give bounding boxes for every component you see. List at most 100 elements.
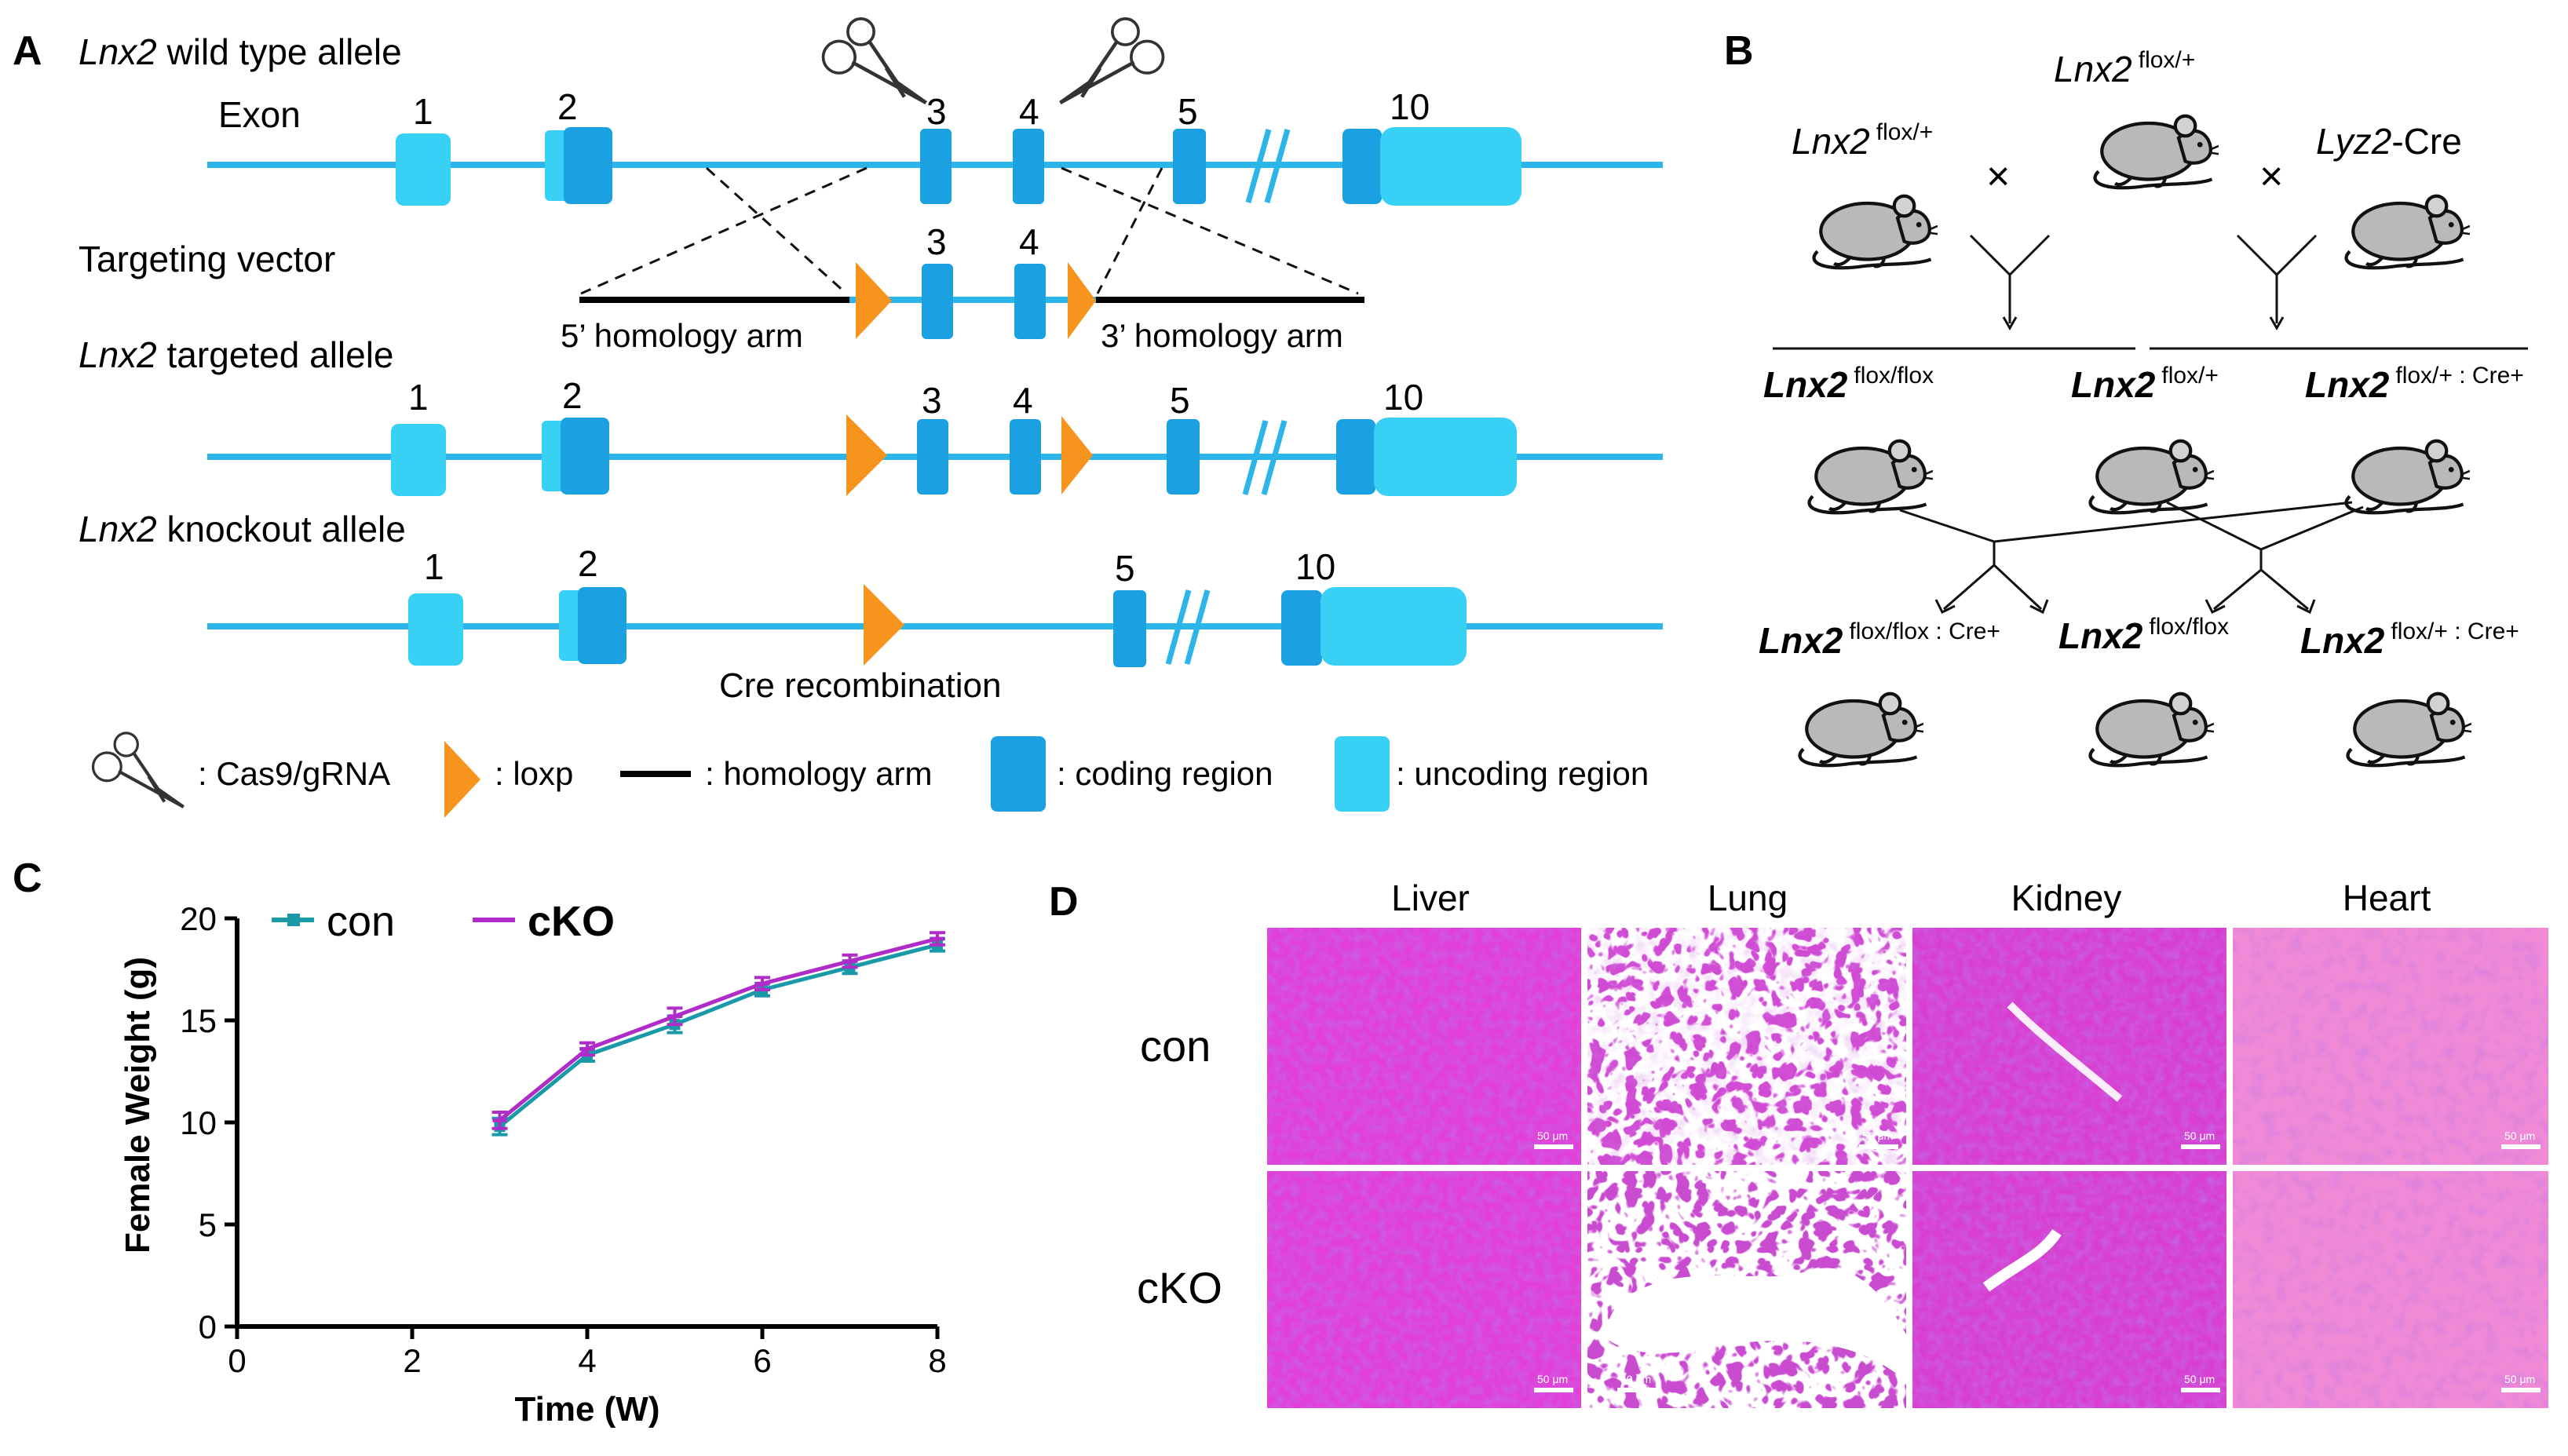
scale-bar-label: 50 μm — [1620, 1373, 1651, 1385]
ko-exon-5 — [1113, 590, 1146, 667]
scale-bar-label: 50 μm — [1862, 1129, 1893, 1142]
targeted-loxp-2 — [1061, 416, 1093, 494]
targeted-exon-2-uncoding — [542, 421, 565, 491]
histology-heart-con: 50 μm — [2233, 928, 2548, 1165]
chart-y-tick-label: 0 — [199, 1308, 217, 1345]
targeted-exon-5 — [1167, 419, 1200, 494]
legend-loxp-icon — [444, 741, 480, 818]
legend-label-cKO: cKO — [528, 898, 615, 945]
wt-exon-number-3: 3 — [926, 91, 947, 132]
mouse-icon — [2347, 196, 2470, 268]
chart-x-tick-label: 8 — [928, 1342, 946, 1379]
histology-kidney-cko: 50 μm — [1912, 1171, 2226, 1408]
histology-column-heart: Heart — [2343, 878, 2431, 918]
row-title-targeted: Lnx2 targeted allele — [79, 334, 394, 375]
exon-label: Exon — [218, 94, 301, 135]
row-title-wild-type: Lnx2 wild type allele — [79, 31, 402, 72]
targeted-exon-number-5: 5 — [1170, 380, 1190, 421]
legend-coding-label: : coding region — [1057, 755, 1273, 792]
mouse-icon — [2347, 441, 2470, 513]
vector-exon-3 — [922, 264, 953, 339]
vector-exon-4 — [1014, 264, 1046, 339]
legend-label-con: con — [327, 898, 395, 945]
wt-exon-number-1: 1 — [413, 91, 433, 132]
arm-5-label: 5’ homology arm — [561, 317, 803, 354]
targeted-break-mark — [1242, 420, 1288, 495]
cross-sign: × — [1986, 154, 2010, 199]
wt-exon-number-10: 10 — [1390, 86, 1430, 127]
mouse-icon — [2348, 694, 2471, 766]
targeted-exon-3 — [917, 419, 948, 494]
mouse-icon — [2095, 116, 2219, 188]
vector-exon-number-4: 4 — [1019, 221, 1039, 262]
targeted-exon-number-3: 3 — [922, 380, 942, 421]
ko-exon-10-coding — [1281, 590, 1322, 666]
vector-loxp-2 — [1068, 262, 1096, 339]
row-title-targeting-vector: Targeting vector — [79, 239, 335, 279]
histology-column-liver: Liver — [1391, 878, 1470, 918]
wt-break-mark — [1245, 129, 1291, 203]
ko-exon-number-5: 5 — [1115, 548, 1135, 589]
legend-arm-label: : homology arm — [705, 755, 932, 792]
ko-exon-number-2: 2 — [578, 543, 598, 584]
mouse-icon — [1814, 196, 1938, 268]
panel-a: A Lnx2 wild type allele Exon 1 2 3 4 5 1… — [13, 19, 1663, 818]
mouse-icon — [2091, 441, 2214, 513]
scale-bar-label: 50 μm — [2504, 1129, 2535, 1142]
series-line-con — [498, 943, 938, 1129]
cross-lines-gen2 — [1899, 501, 2364, 615]
panel-a-legend: : Cas9/gRNA : loxp : homology arm : codi… — [93, 733, 1649, 818]
chart-y-tick-label: 5 — [199, 1206, 217, 1243]
series-line-cKO — [498, 936, 938, 1122]
chart-x-tick-label: 2 — [403, 1342, 421, 1379]
parent-right-genotype: Lyz2-Cre — [2316, 121, 2462, 162]
scissors-icon — [824, 19, 926, 103]
wt-exon-10-uncoding — [1380, 127, 1521, 206]
panel-d: D Liver Lung Kidney Heart con cKO 50 μm … — [1049, 878, 2548, 1408]
legend-coding-icon — [991, 736, 1046, 812]
histology-column-kidney: Kidney — [2011, 878, 2122, 918]
cross-lines-gen1 — [1773, 234, 2528, 350]
arm-3-label: 3’ homology arm — [1101, 317, 1343, 354]
chart-y-tick-label: 10 — [180, 1104, 217, 1141]
legend-cas9-label: : Cas9/gRNA — [198, 755, 390, 792]
targeted-exon-number-4: 4 — [1013, 380, 1033, 421]
ko-exon-10-uncoding — [1321, 587, 1467, 666]
legend-marker-con — [287, 914, 300, 926]
panel-label-a: A — [13, 28, 42, 74]
mouse-icon — [1800, 694, 1923, 766]
histology-column-lung: Lung — [1708, 878, 1788, 918]
ko-loxp — [864, 584, 904, 666]
histology-lung-con: 50 μm — [1587, 928, 1906, 1165]
cre-recombination-label: Cre recombination — [719, 666, 1002, 705]
mouse-icon — [2091, 694, 2214, 766]
scale-bar-label: 50 μm — [2504, 1373, 2535, 1385]
legend-uncoding-label: : uncoding region — [1396, 755, 1649, 792]
vector-loxp-1 — [856, 262, 892, 339]
wt-exon-2-coding — [564, 127, 612, 204]
targeted-exon-number-10: 10 — [1383, 377, 1423, 418]
targeted-exon-10-coding — [1336, 419, 1375, 494]
wt-exon-number-4: 4 — [1019, 91, 1039, 132]
histology-kidney-con: 50 μm — [1912, 928, 2226, 1165]
scale-bar-label: 50 μm — [2184, 1373, 2215, 1385]
histology-liver-con: 50 μm — [1267, 928, 1581, 1165]
targeted-exon-2-coding — [561, 418, 609, 494]
wt-exon-number-5: 5 — [1178, 91, 1198, 132]
wt-exon-2-uncoding — [545, 130, 568, 201]
scale-bar-label: 50 μm — [2184, 1129, 2215, 1142]
targeted-loxp-1 — [846, 414, 887, 496]
ko-exon-1 — [408, 593, 463, 666]
chart-x-tick-label: 6 — [753, 1342, 771, 1379]
targeted-exon-4 — [1010, 419, 1041, 494]
histology-liver-cko: 50 μm — [1267, 1171, 1581, 1408]
ko-exon-2-coding — [578, 587, 626, 664]
targeted-exon-1 — [391, 424, 446, 496]
targeted-exon-10-uncoding — [1374, 418, 1517, 496]
